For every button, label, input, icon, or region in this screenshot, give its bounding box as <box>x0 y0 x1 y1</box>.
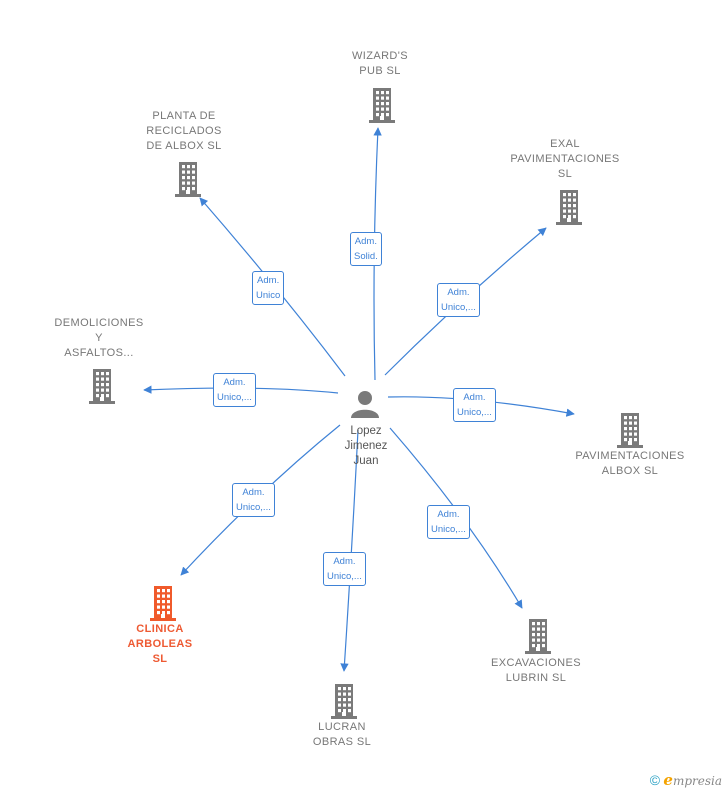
company-label[interactable]: PAVIMENTACIONES ALBOX SL <box>575 450 685 477</box>
edge-line <box>340 429 359 672</box>
brand-logo: empresia <box>663 771 722 789</box>
demoliciones-building-icon[interactable] <box>86 367 118 405</box>
planta-reciclados-building-icon[interactable] <box>172 160 204 198</box>
company-label[interactable]: PLANTA DE RECICLADOS DE ALBOX SL <box>146 110 222 152</box>
company-label[interactable]: WIZARD'S PUB SL <box>351 50 409 77</box>
relation-badge: Adm. Unico,... <box>453 388 496 422</box>
copyright-symbol: © <box>649 772 661 788</box>
clinica-arboleas-building-icon[interactable] <box>147 584 179 622</box>
company-label[interactable]: DEMOLICIONES Y ASFALTOS... <box>54 317 144 359</box>
company-label[interactable]: EXCAVACIONES LUBRIN SL <box>491 657 581 684</box>
company-label[interactable]: CLINICA ARBOLEAS SL <box>127 623 193 665</box>
relation-badge: Adm. Unico,... <box>232 483 275 517</box>
wizards-pub-building-icon[interactable] <box>366 86 398 124</box>
relation-badge: Adm. Unico,... <box>323 552 366 586</box>
person-icon <box>351 391 379 418</box>
relation-badge: Adm. Unico,... <box>427 505 470 539</box>
relation-badge: Adm. Unico <box>252 271 285 305</box>
lucran-building-icon[interactable] <box>328 682 360 720</box>
footer-brand: © empresia <box>650 771 722 789</box>
exal-building-icon[interactable] <box>553 188 585 226</box>
relation-badge: Adm. Unico,... <box>213 373 256 407</box>
relation-badge: Adm. Solid. <box>350 232 382 266</box>
pavimentaciones-albox-building-icon[interactable] <box>614 411 646 449</box>
relation-badge: Adm. Unico,... <box>437 283 480 317</box>
person-name[interactable]: Lopez Jimenez Juan <box>344 425 388 467</box>
company-label[interactable]: LUCRAN OBRAS SL <box>312 721 372 748</box>
company-label[interactable]: EXAL PAVIMENTACIONES SL <box>510 138 620 180</box>
excavaciones-building-icon[interactable] <box>522 617 554 655</box>
